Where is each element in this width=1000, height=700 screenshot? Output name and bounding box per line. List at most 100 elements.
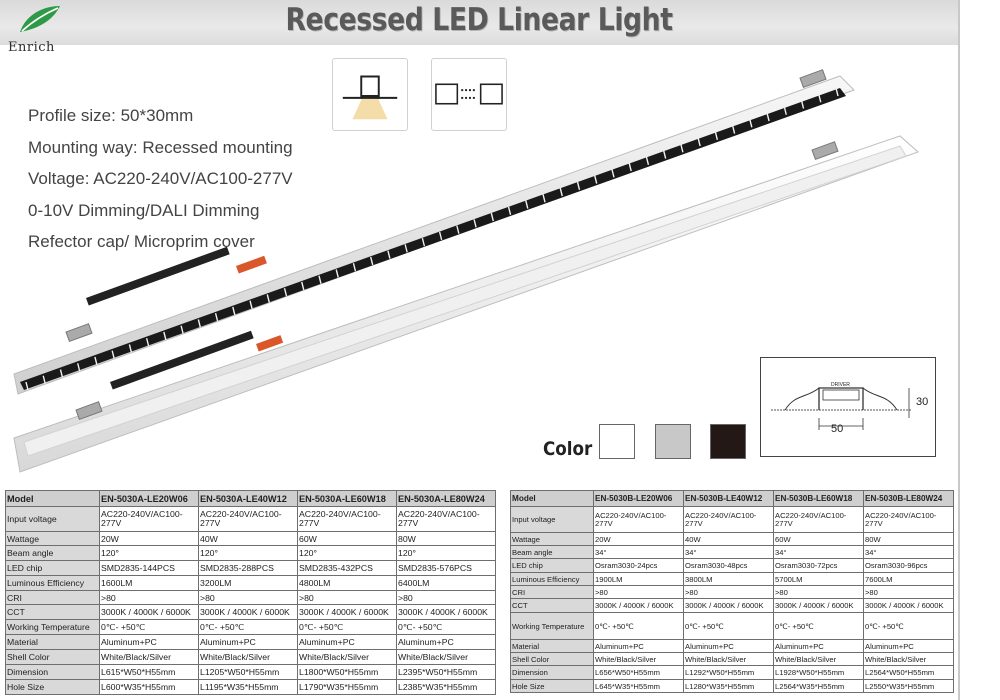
louvre-divider xyxy=(594,175,598,184)
louvre-divider xyxy=(749,119,753,128)
row-label: Working Temperature xyxy=(510,612,594,640)
driver-label: DRIVER xyxy=(831,382,850,388)
column-header-variant: EN-5030A-LE80W24 xyxy=(396,490,496,507)
row-label: Hole Size xyxy=(5,679,100,695)
table-cell: White/Black/Silver xyxy=(863,652,954,666)
louvre-divider xyxy=(611,169,615,178)
table-cell: 20W xyxy=(593,532,684,546)
louvre-divider xyxy=(77,363,81,372)
row-label: LED chip xyxy=(510,558,594,573)
cross-section-diagram: DRIVER 30 50 xyxy=(760,357,936,457)
table-cell: >80 xyxy=(863,585,954,599)
louvre-divider xyxy=(680,144,684,153)
brand-name: Enrich xyxy=(8,40,55,55)
recessed-profile-thumbnail xyxy=(332,58,408,131)
table-cell: >80 xyxy=(683,585,774,599)
table-cell: L2564*W35*H55mm xyxy=(773,679,864,693)
table-row: CRI>80>80>80>80 xyxy=(5,590,496,605)
louvre-divider xyxy=(507,206,512,216)
table-cell: >80 xyxy=(396,590,496,605)
table-cell: L1928*W50*H55mm xyxy=(773,665,864,680)
table-cell: L1292*W50*H55mm xyxy=(683,665,774,680)
brand-logo: Enrich xyxy=(4,2,66,60)
table-cell: AC220-240V/AC100-277V xyxy=(593,506,684,533)
louvre-divider xyxy=(266,294,270,303)
table-cell: 34° xyxy=(683,545,774,559)
table-cell: Aluminum+PC xyxy=(773,639,864,653)
table-cell: L656*W50*H55mm xyxy=(593,665,684,680)
louvre-divider xyxy=(370,256,374,266)
louvre-divider xyxy=(232,306,236,316)
height-dimension: 30 xyxy=(916,396,929,408)
row-label: LED chip xyxy=(5,560,100,576)
linking-thumbnail xyxy=(431,58,507,131)
mounting-clip-icon xyxy=(65,323,93,343)
louvre-divider xyxy=(59,369,64,378)
recessed-light-icon xyxy=(342,75,398,120)
louvre-divider xyxy=(335,269,339,278)
row-label: Wattage xyxy=(5,531,100,546)
grille-linear-light xyxy=(13,69,855,395)
table-cell: 3200LM xyxy=(198,575,298,591)
title-banner xyxy=(0,0,958,45)
page-divider xyxy=(958,0,960,700)
table-cell: L2550*W35*H55mm xyxy=(863,679,954,693)
table-cell: L1800*W50*H55mm xyxy=(297,664,397,680)
table-cell: 3000K / 4000K / 6000K xyxy=(297,604,397,620)
spec-cover: Refector cap/ Microprim cover xyxy=(28,232,255,251)
column-header-variant: EN-5030A-LE60W18 xyxy=(297,490,397,507)
row-label: Input voltage xyxy=(510,506,594,533)
row-label: Beam angle xyxy=(5,545,100,561)
table-cell: L2395*W50*H55mm xyxy=(396,664,496,680)
louvre-divider xyxy=(628,162,632,172)
louvre-divider xyxy=(697,137,701,147)
column-header-variant: EN-5030B-LE80W24 xyxy=(863,490,954,507)
louvre-divider xyxy=(645,156,650,165)
table-cell: L2385*W35*H55mm xyxy=(396,679,496,695)
table-cell: Aluminum+PC xyxy=(396,634,496,650)
row-label: Input voltage xyxy=(5,506,100,532)
louvre-divider xyxy=(42,375,46,384)
table-cell: Aluminum+PC xyxy=(297,634,397,650)
mounting-clip-icon xyxy=(811,141,839,161)
color-label: Color xyxy=(543,438,593,460)
row-label: CCT xyxy=(5,604,100,620)
louvre-divider xyxy=(490,212,494,222)
row-label: Shell Color xyxy=(510,652,594,666)
cross-section-drawing xyxy=(771,387,911,430)
row-label: Beam angle xyxy=(510,545,594,559)
table-cell: 40W xyxy=(683,532,774,546)
table-cell: AC220-240V/AC100-277V xyxy=(396,506,496,532)
table-cell: 0℃- +50℃ xyxy=(863,612,954,640)
table-cell: Osram3030-96pcs xyxy=(863,558,954,573)
louvre-divider xyxy=(818,94,822,103)
louvre-divider xyxy=(783,106,787,115)
table-cell: 20W xyxy=(99,531,199,546)
table-cell: White/Black/Silver xyxy=(198,649,298,665)
spec-list: Profile size: 50*30mm Mounting way: Rece… xyxy=(28,104,293,262)
table-cell: 1900LM xyxy=(593,572,684,586)
row-label: Luminous Efficiency xyxy=(510,572,594,586)
table-cell: Aluminum+PC xyxy=(198,634,298,650)
table-cell: AC220-240V/AC100-277V xyxy=(99,506,199,532)
linked-profiles-icon xyxy=(435,83,503,105)
louvre-divider xyxy=(766,112,770,122)
louvre-divider xyxy=(559,187,563,197)
table-cell: Aluminum+PC xyxy=(593,639,684,653)
louvre-divider xyxy=(318,275,322,284)
louvre-divider xyxy=(456,225,460,234)
louvre-divider xyxy=(800,100,805,109)
table-cell: 3800LM xyxy=(683,572,774,586)
